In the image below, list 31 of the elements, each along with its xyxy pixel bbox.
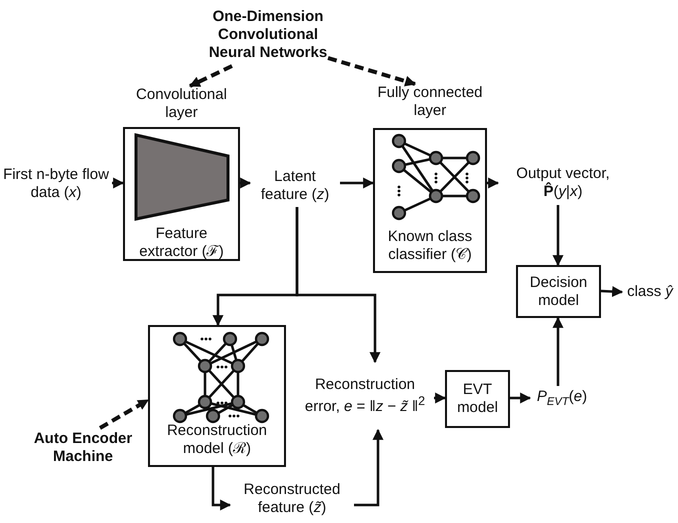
- feature-label: Reconstructed feature (z̃): [230, 478, 354, 520]
- arrow: [354, 428, 384, 506]
- arrow: [112, 178, 124, 188]
- arrow: [296, 207, 380, 364]
- group-title: One-Dimension Convolutional Neural Networks: [200, 4, 336, 66]
- arrow: [434, 392, 446, 404]
- dashed-arrow: [189, 64, 233, 88]
- box-label: Feature extractor (ℱ): [138, 225, 225, 261]
- arrow: [552, 205, 564, 266]
- arrow: [510, 392, 532, 404]
- box-label: Known class classifier (𝒞): [386, 228, 474, 264]
- error-label: Reconstruction error, e = ‖z − z̃ ‖$^{2}$: [296, 362, 434, 430]
- box-label: Reconstruction model (ℛ): [166, 422, 268, 458]
- arrow: [487, 178, 500, 188]
- layer-heading: Fully connected layer: [376, 84, 484, 120]
- arrow: [212, 467, 232, 510]
- dashed-arrow: [327, 56, 416, 86]
- dashed-arrow: [99, 398, 149, 430]
- arrow: [240, 178, 252, 188]
- group-title: Auto Encoder Machine: [18, 428, 148, 468]
- input-label: First n-byte flow data (x): [0, 163, 112, 205]
- output-label: Output vector, P̂(y|x): [498, 160, 628, 205]
- arrow: [552, 316, 564, 386]
- box-label: Decision model: [528, 274, 588, 310]
- arrow: [600, 286, 624, 298]
- layer-heading: Convolutional layer: [135, 86, 228, 122]
- feature-label: Latent feature (z): [250, 165, 340, 207]
- class-label: class ŷ: [622, 281, 678, 303]
- box-label: EVT model: [456, 381, 499, 417]
- arrow: [340, 178, 374, 188]
- probability-label: P$_{EVT}$(e): [530, 386, 594, 412]
